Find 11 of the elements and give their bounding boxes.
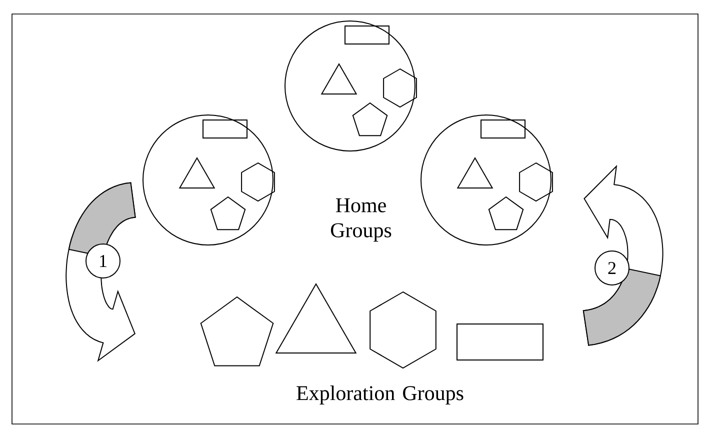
step-number: 2	[594, 250, 630, 286]
text-label: Exploration Groups	[296, 385, 464, 405]
step-number: 1	[86, 244, 120, 278]
rectangle-shape	[344, 26, 390, 44]
group-circle	[142, 114, 274, 246]
rectangle-shape	[480, 120, 526, 138]
text-label: Home Groups	[330, 198, 392, 242]
rectangle-shape	[202, 120, 248, 138]
rectangle-shape	[456, 324, 544, 360]
group-circle	[420, 114, 552, 246]
group-circle	[284, 20, 416, 152]
